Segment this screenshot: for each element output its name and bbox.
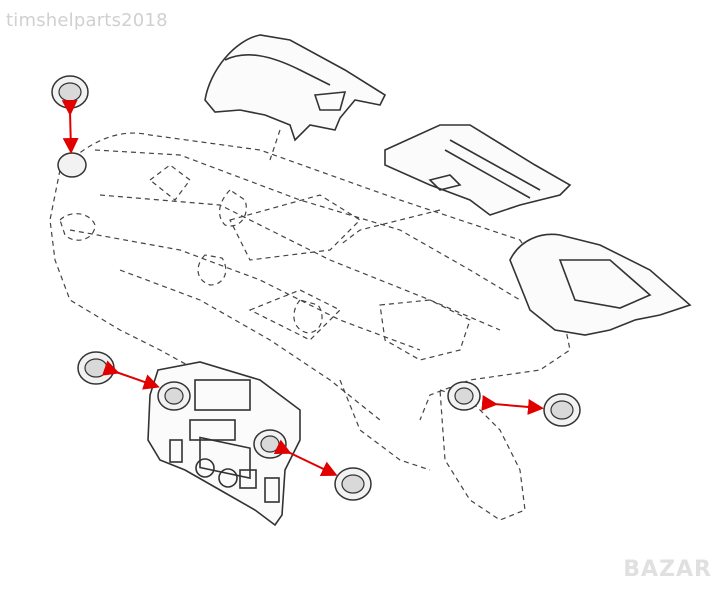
air-vent-center-left (77, 351, 191, 411)
glove-box (509, 233, 692, 336)
red-arrows (61, 99, 544, 477)
upper-storage-lid (384, 124, 572, 216)
arrow-center-left (102, 360, 160, 390)
air-vent-right (447, 381, 581, 427)
arrow-center-right (273, 439, 338, 477)
dashboard-dashed-outline (49, 129, 571, 521)
watermark-text: timshelparts2018 (6, 10, 168, 31)
instrument-cluster-hood (204, 34, 387, 142)
arrow-right (481, 394, 544, 415)
bazar-logo: BAZAR (623, 557, 712, 582)
arrow-top-left (61, 99, 79, 154)
